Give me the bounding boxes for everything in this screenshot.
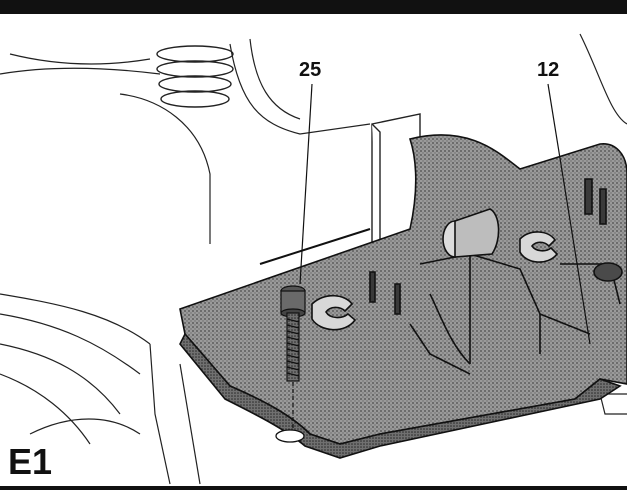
callout-25: 25 [299,59,322,81]
leader-line-25 [299,83,313,285]
bottom-border-rule [0,486,627,490]
technical-illustration [0,33,627,485]
figure-label: E1 [8,441,53,482]
screw-hole [275,429,305,443]
spring-coil [156,45,234,108]
top-border-rule [0,0,627,14]
callout-12: 12 [537,59,560,81]
leader-line-12 [547,83,591,345]
socket-screw [280,285,306,382]
